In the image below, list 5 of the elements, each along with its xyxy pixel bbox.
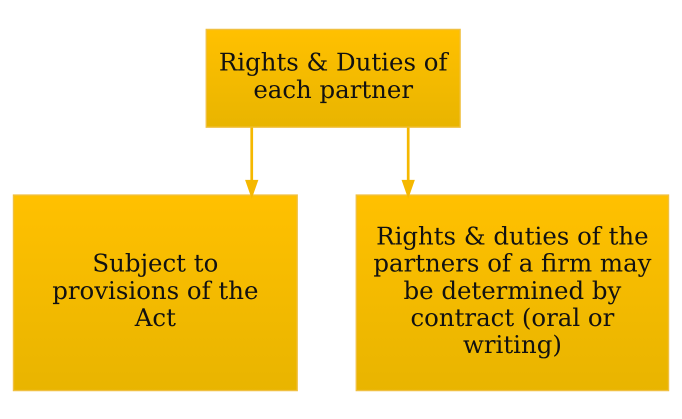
node-box: Subject to provisions of the Act — [12, 194, 298, 391]
node-box: Rights & duties of the partners of a firm may be determined by contract (oral or writing) — [356, 194, 670, 391]
arrow — [402, 127, 415, 198]
arrow — [245, 127, 258, 198]
node-box: Rights & Duties of each partner — [206, 28, 461, 128]
